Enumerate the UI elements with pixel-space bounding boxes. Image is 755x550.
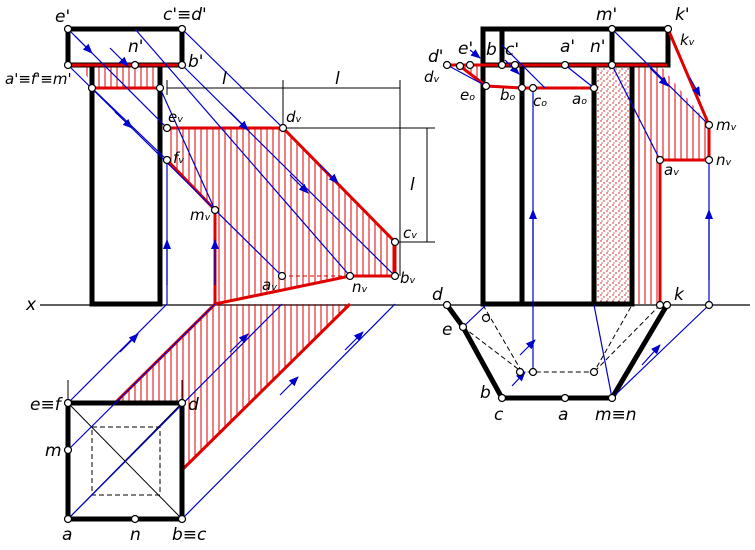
label-av-r: aᵥ xyxy=(664,161,679,179)
label-mv-r: mᵥ xyxy=(716,116,737,134)
label-mv: mᵥ xyxy=(190,206,211,224)
label-b-c-plan: b≡c xyxy=(172,525,207,545)
label-kv-r: kᵥ xyxy=(680,31,695,49)
label-nv: nᵥ xyxy=(352,278,368,296)
label-m-n-r-plan: m≡n xyxy=(595,405,637,425)
label-dv-r: dᵥ xyxy=(424,68,440,86)
shadow-area-wall xyxy=(167,128,395,304)
label-b-prime: b' xyxy=(188,52,203,72)
label-d-prime-r: d' xyxy=(428,47,443,67)
label-e-r-plan: e xyxy=(442,320,452,340)
label-m-prime-r: m' xyxy=(596,5,617,25)
label-k-prime-r: k' xyxy=(675,5,690,25)
label-d-r-plan: d xyxy=(432,285,443,305)
stippled-column-face xyxy=(594,65,632,305)
label-l-top-2: l xyxy=(335,69,340,89)
label-a-plan: a xyxy=(62,525,72,545)
label-fv: fᵥ xyxy=(173,149,185,167)
label-c-d-prime: c'≡d' xyxy=(163,5,207,25)
shadow-outline xyxy=(165,126,397,306)
label-cv: cᵥ xyxy=(403,224,418,242)
label-e-prime: e' xyxy=(55,7,70,27)
label-l-side: l xyxy=(410,175,415,195)
label-a-r-plan: a xyxy=(558,405,568,425)
label-l-top-1: l xyxy=(222,69,227,89)
label-a-prime-r: a' xyxy=(560,37,575,57)
shadow-area-upper-left xyxy=(82,65,160,88)
plan-shadow-area xyxy=(115,304,350,470)
label-eo-r: eₒ xyxy=(460,86,475,104)
x-axis-label: x xyxy=(25,295,37,315)
label-n-plan: n xyxy=(130,525,141,545)
label-a-f-m-prime: a'≡f'≡m' xyxy=(5,70,72,88)
label-b-r-plan: b xyxy=(480,383,491,403)
label-n-prime: n' xyxy=(128,37,143,57)
label-ev: eᵥ xyxy=(168,108,183,126)
label-av: aᵥ xyxy=(262,276,277,294)
label-dv: dᵥ xyxy=(286,108,302,126)
label-e-f: e≡f xyxy=(30,395,64,415)
label-b-r: b xyxy=(486,40,497,60)
left-plan-view: e≡f d m a n b≡c xyxy=(30,302,396,545)
label-bv: bᵥ xyxy=(400,269,416,287)
label-nv-r: nᵥ xyxy=(716,151,732,169)
label-ao-r: aₒ xyxy=(572,90,587,108)
label-k-r-plan: k xyxy=(674,285,685,305)
label-c-r-plan: c xyxy=(494,405,504,425)
label-m-plan: m xyxy=(45,441,62,461)
left-front-view: e' c'≡d' n' b' a'≡f'≡m' l l l eᵥ dᵥ fᵥ m… xyxy=(5,5,435,307)
right-plan-view: d e k b c a m≡n xyxy=(432,285,714,425)
label-e-prime-r: e' xyxy=(458,39,473,59)
cap-outline xyxy=(65,26,185,68)
label-co-r: cₒ xyxy=(533,92,547,110)
label-bo-r: bₒ xyxy=(500,86,516,104)
label-c-prime-r: c' xyxy=(505,40,519,60)
label-n-prime-r: n' xyxy=(590,37,605,57)
right-front-view: m' k' kᵥ d' e' b c' a' n' dᵥ eₒ bₒ cₒ aₒ… xyxy=(424,5,737,375)
label-d-plan: d xyxy=(188,395,199,415)
